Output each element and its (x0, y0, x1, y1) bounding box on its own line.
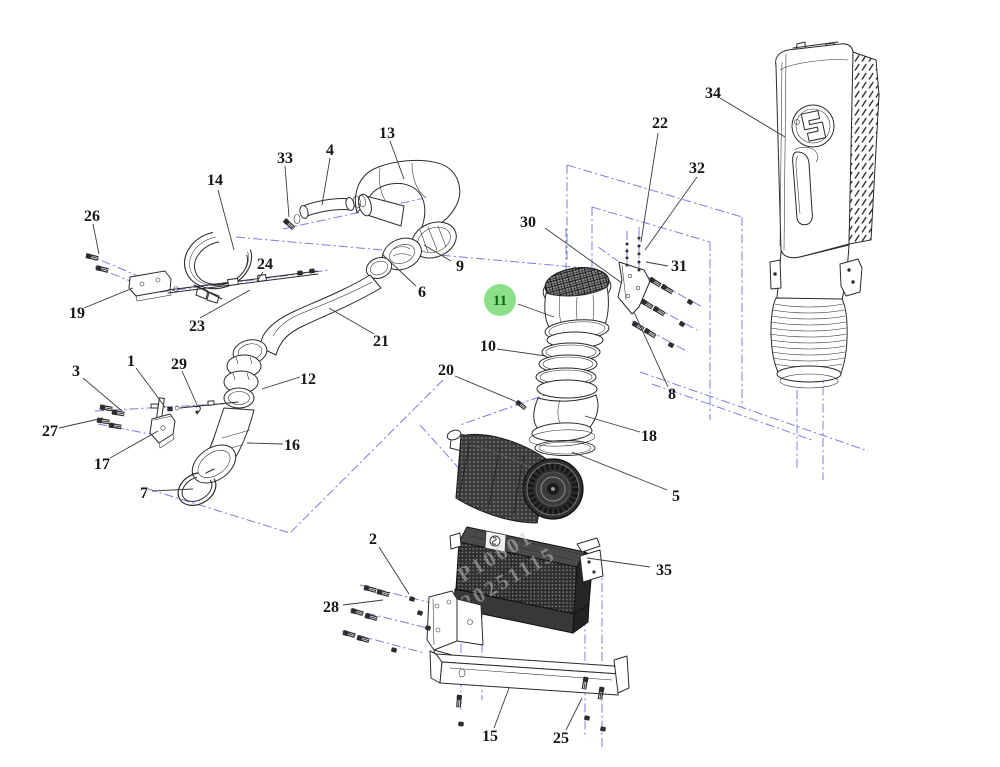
callout-1[interactable]: 1 (127, 353, 135, 370)
part-15-support-beam (426, 590, 630, 696)
callout-35[interactable]: 35 (656, 562, 672, 579)
logo-badge-icon (791, 104, 835, 148)
part-34-intake-snorkel (769, 41, 880, 389)
callout-34[interactable]: 34 (705, 85, 721, 102)
snorkel-grille (848, 51, 880, 245)
part-5-gasket (534, 440, 596, 456)
parts-22-32-31-bolts (625, 236, 641, 272)
part-35-filter-housing-box (449, 526, 604, 635)
filter-drum-end-cap (522, 458, 584, 520)
parts-23-24-tie-rods (167, 268, 319, 294)
callout-11[interactable]: 11 (493, 293, 507, 309)
callout-20[interactable]: 20 (438, 362, 454, 379)
callout-2[interactable]: 2 (369, 531, 377, 548)
callout-9[interactable]: 9 (456, 258, 464, 275)
callout-25[interactable]: 25 (553, 730, 569, 747)
callout-28[interactable]: 28 (323, 599, 339, 616)
part-14-clamp-collar (183, 230, 253, 304)
part-16-elbow (191, 407, 255, 484)
part-4-hose (299, 194, 366, 219)
snorkel-side-bracket (839, 258, 863, 297)
callouts: 11 1 2 3 4 5 6 7 8 9 10 12 13 14 15 16 1… (42, 85, 721, 747)
callout-3[interactable]: 3 (72, 363, 80, 380)
callout-7[interactable]: 7 (140, 485, 148, 502)
part-7-seal-ring (177, 468, 217, 506)
callout-12[interactable]: 12 (300, 371, 316, 388)
part-9-seal-ring (411, 221, 457, 259)
part-10-bellows (535, 342, 601, 399)
callout-22[interactable]: 22 (652, 115, 668, 132)
callout-5[interactable]: 5 (672, 488, 680, 505)
snorkel-bellows (769, 297, 848, 389)
air-filter-drum (446, 429, 584, 524)
callout-18[interactable]: 18 (641, 428, 657, 445)
callout-21[interactable]: 21 (373, 333, 389, 350)
callout-29[interactable]: 29 (171, 356, 187, 373)
part-19-bracket (128, 270, 172, 302)
callout-23[interactable]: 23 (189, 318, 205, 335)
callout-6[interactable]: 6 (418, 284, 426, 301)
part-21-intake-pipe (232, 274, 382, 365)
part-11-rain-cap (542, 267, 612, 349)
callout-31[interactable]: 31 (671, 258, 687, 275)
part-12-bellows (223, 354, 262, 409)
callout-24[interactable]: 24 (257, 256, 273, 273)
callout-10[interactable]: 10 (480, 338, 496, 355)
callout-8[interactable]: 8 (668, 386, 676, 403)
callout-33[interactable]: 33 (277, 150, 293, 167)
callout-19[interactable]: 19 (69, 305, 85, 322)
part-6-hose-rings (365, 237, 422, 279)
callout-32[interactable]: 32 (689, 160, 705, 177)
callout-16[interactable]: 16 (284, 437, 300, 454)
part-33-clamp-bolt (282, 214, 301, 231)
selected-callout-highlight[interactable] (484, 284, 516, 316)
callout-30[interactable]: 30 (520, 214, 536, 231)
callout-4[interactable]: 4 (326, 142, 334, 159)
parts-2-28-bolts (341, 584, 432, 653)
callout-15[interactable]: 15 (482, 728, 498, 745)
filter-box-bracket (579, 549, 604, 583)
part-17-bracket (149, 413, 176, 449)
callout-13[interactable]: 13 (379, 125, 395, 142)
leader-lines (58, 97, 786, 731)
snorkel-handle (792, 146, 819, 226)
part-18-elbow (528, 394, 599, 447)
callout-17[interactable]: 17 (94, 456, 110, 473)
part-13-elbow-duct (354, 159, 461, 233)
callout-14[interactable]: 14 (207, 172, 223, 189)
callout-26[interactable]: 26 (84, 208, 100, 225)
part-30-bracket (617, 261, 651, 315)
callout-27[interactable]: 27 (42, 423, 58, 440)
part-26-bolts (84, 252, 109, 274)
